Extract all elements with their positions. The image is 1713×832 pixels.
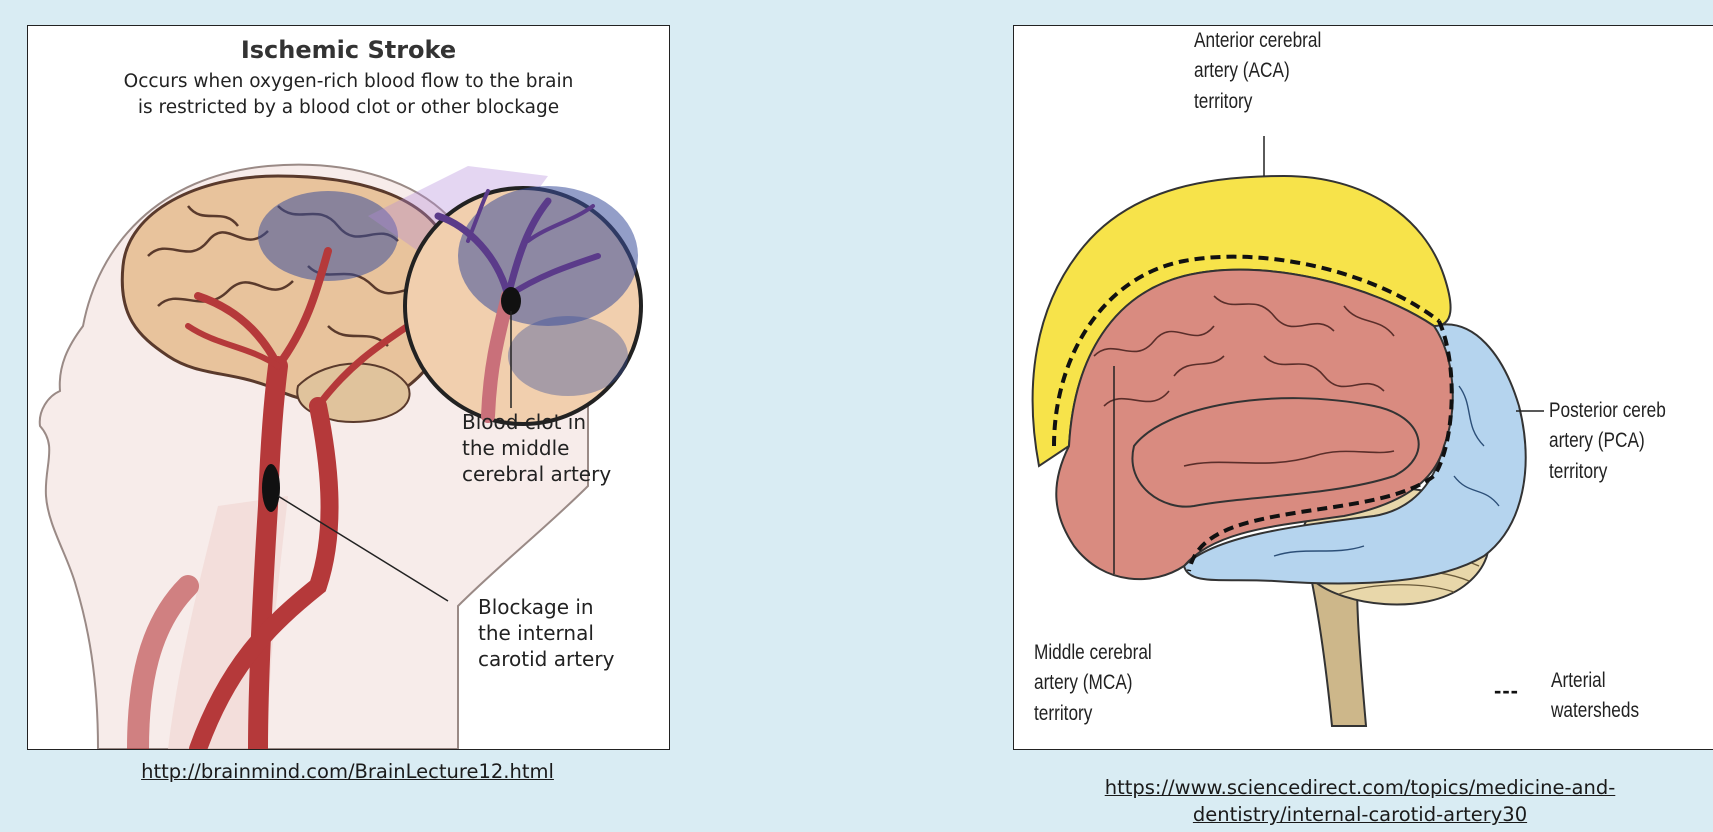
ischemic-stroke-figure: Ischemic Stroke Occurs when oxygen-rich … [27,25,670,750]
arterial-territories-figure: Anterior cerebral artery (ACA) territory… [1013,25,1713,750]
callout-blood-clot: Blood clot in the middle cerebral artery [462,409,611,487]
legend-watersheds-label: Arterial watersheds [1551,666,1639,727]
source-link-line1: https://www.sciencedirect.com/topics/med… [1105,776,1616,799]
stroke-subtitle-line1: Occurs when oxygen-rich blood flow to th… [28,70,669,94]
callout-carotid-blockage: Blockage in the internal carotid artery [478,594,614,672]
legend-dashes-symbol: --- [1494,678,1519,704]
source-link-sciencedirect[interactable]: https://www.sciencedirect.com/topics/med… [1040,774,1680,829]
aca-territory-label: Anterior cerebral artery (ACA) territory [1194,26,1321,117]
pca-territory-label: Posterior cereb artery (PCA) territory [1549,396,1666,487]
source-link-brainmind[interactable]: http://brainmind.com/BrainLecture12.html [27,758,668,785]
source-link-line2: dentistry/internal-carotid-artery30 [1193,803,1527,826]
stroke-title: Ischemic Stroke [28,36,669,64]
mca-territory-label: Middle cerebral artery (MCA) territory [1034,638,1152,729]
stroke-subtitle-line2: is restricted by a blood clot or other b… [28,96,669,120]
